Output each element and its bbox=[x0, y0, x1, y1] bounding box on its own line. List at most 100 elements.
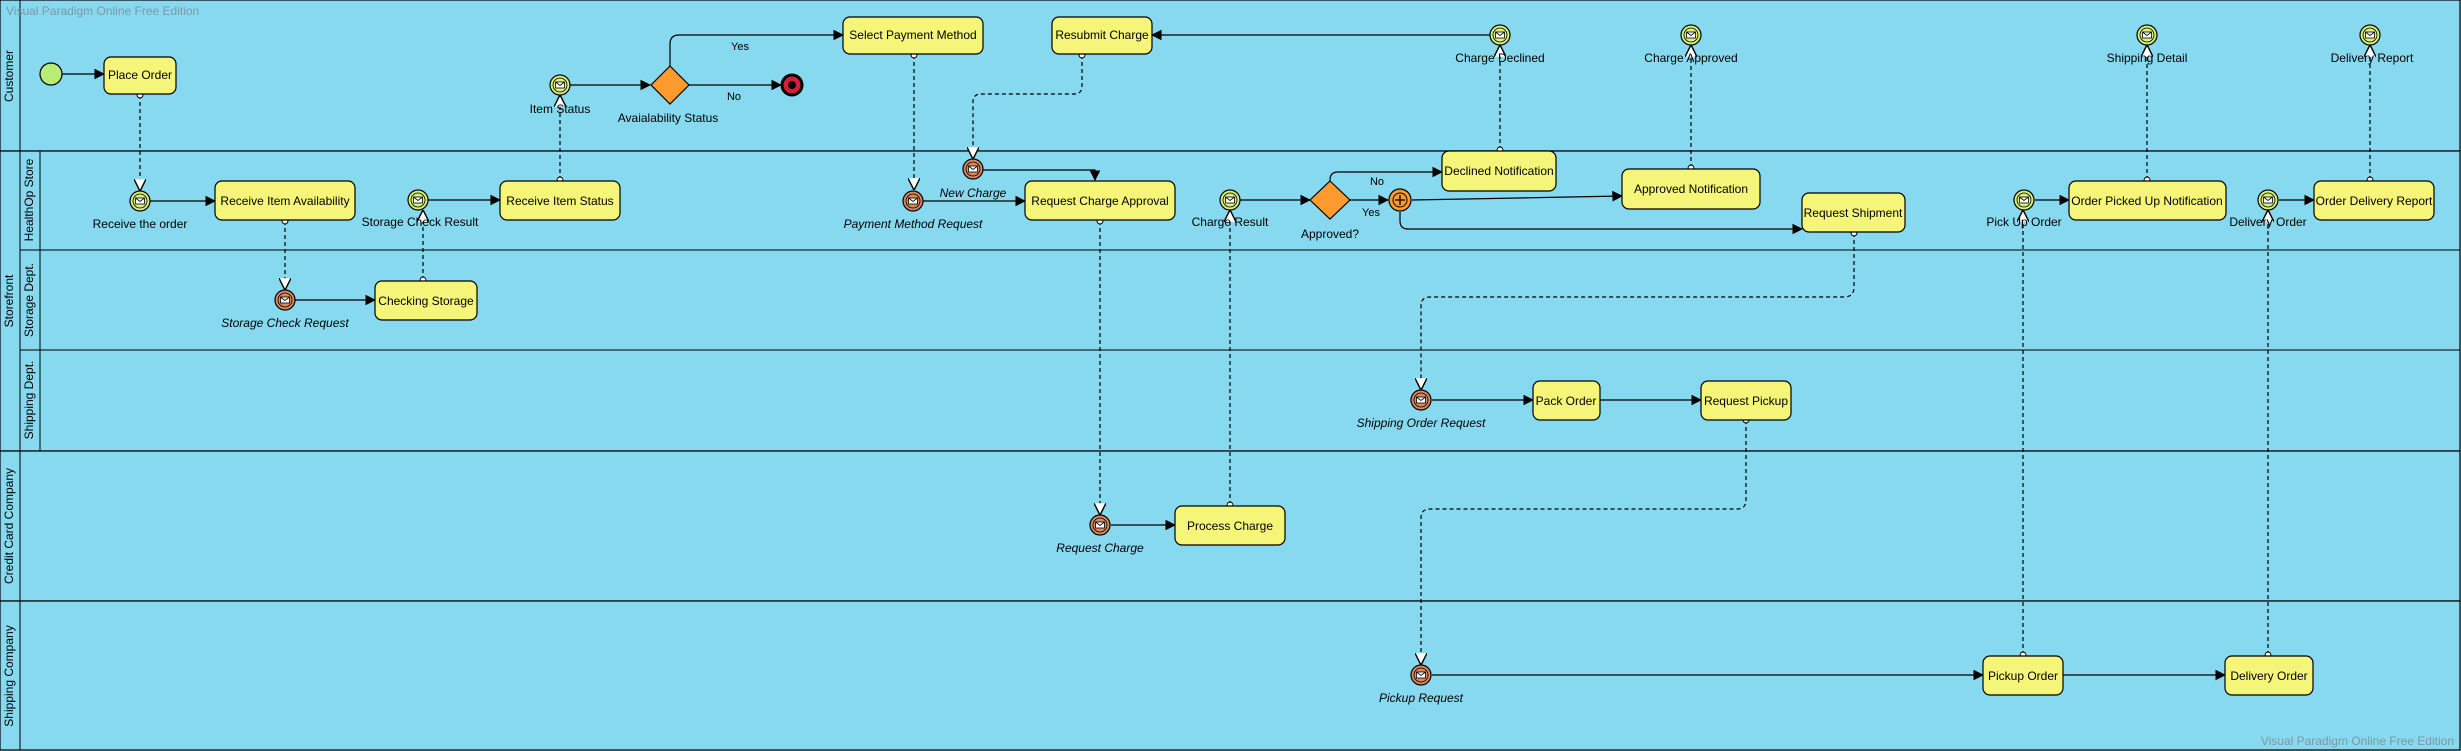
task-request-shipment[interactable]: Request Shipment bbox=[1801, 192, 1906, 233]
lane-label-healthop-store: HealthOp Store bbox=[22, 158, 36, 241]
svg-text:Receive Item Status: Receive Item Status bbox=[506, 194, 613, 208]
svg-text:Request Shipment: Request Shipment bbox=[1804, 206, 1903, 220]
pool-label-customer: Customer bbox=[2, 50, 16, 102]
label-no: No bbox=[727, 91, 741, 103]
envelope-icon[interactable] bbox=[902, 190, 924, 212]
task-request-charge-approval[interactable]: Request Charge Approval bbox=[1024, 180, 1176, 221]
envelope-icon[interactable] bbox=[1410, 389, 1432, 411]
label-yes: Yes bbox=[731, 41, 749, 53]
event-labels: Item Status Avaialability Status Yes No … bbox=[93, 41, 2414, 705]
task-declined-notification[interactable]: Declined Notification bbox=[1441, 150, 1557, 192]
task-order-delivery-report[interactable]: Order Delivery Report bbox=[2313, 180, 2435, 221]
lane-label-storage-dept: Storage Dept. bbox=[22, 263, 36, 337]
task-checking-storage[interactable]: Checking Storage bbox=[374, 280, 478, 321]
flow-approved-no bbox=[1329, 166, 1444, 181]
watermark-bottom: Visual Paradigm Online Free Edition bbox=[2261, 734, 2454, 748]
task-receive-item-availability[interactable]: Receive Item Availability bbox=[214, 180, 356, 221]
svg-text:Pickup Order: Pickup Order bbox=[1988, 669, 2058, 683]
pool-customer: Customer bbox=[0, 0, 2461, 152]
svg-text:Resubmit Charge: Resubmit Charge bbox=[1055, 28, 1149, 42]
svg-text:Place Order: Place Order bbox=[108, 68, 172, 82]
label-pick-up-order: Pick Up Order bbox=[1986, 215, 2061, 229]
label-approved-no: No bbox=[1370, 176, 1384, 188]
envelope-icon[interactable] bbox=[549, 74, 571, 96]
envelope-icon[interactable] bbox=[1680, 24, 1702, 46]
task-place-order[interactable]: Place Order bbox=[103, 56, 177, 95]
envelope-icon[interactable] bbox=[407, 189, 429, 211]
message-events bbox=[129, 24, 2381, 212]
end-event[interactable] bbox=[780, 73, 804, 97]
label-storage-check-request: Storage Check Request bbox=[221, 316, 349, 330]
task-approved-notification[interactable]: Approved Notification bbox=[1621, 168, 1761, 210]
envelope-icon[interactable] bbox=[2013, 189, 2035, 211]
svg-text:Declined Notification: Declined Notification bbox=[1444, 164, 1553, 178]
message-start-events bbox=[274, 158, 1432, 686]
envelope-icon[interactable] bbox=[2136, 24, 2158, 46]
flow-split-approved bbox=[1411, 190, 1624, 202]
task-resubmit-charge[interactable]: Resubmit Charge bbox=[1051, 16, 1153, 55]
gateway-availability-status[interactable] bbox=[650, 65, 690, 105]
label-delivery-report: Delivery Report bbox=[2331, 51, 2414, 65]
envelope-icon[interactable] bbox=[2257, 189, 2279, 211]
label-shipping-detail: Shipping Detail bbox=[2107, 51, 2188, 65]
svg-text:Delivery Order: Delivery Order bbox=[2230, 669, 2307, 683]
start-event[interactable] bbox=[39, 62, 63, 86]
task-receive-item-status[interactable]: Receive Item Status bbox=[499, 180, 621, 221]
svg-text:Pack Order: Pack Order bbox=[1536, 394, 1597, 408]
message-flows bbox=[140, 46, 2370, 664]
envelope-icon[interactable] bbox=[1489, 24, 1511, 46]
label-new-charge: New Charge bbox=[940, 186, 1007, 200]
envelope-icon[interactable] bbox=[129, 190, 151, 212]
pool-label-shipping-company: Shipping Company bbox=[2, 625, 16, 726]
task-pack-order[interactable]: Pack Order bbox=[1532, 380, 1601, 421]
task-process-charge[interactable]: Process Charge bbox=[1174, 505, 1286, 546]
watermark-top: Visual Paradigm Online Free Edition bbox=[6, 4, 199, 18]
label-charge-result: Charge Result bbox=[1192, 215, 1269, 229]
msg-request-shipment bbox=[1421, 233, 1854, 389]
label-payment-method-request: Payment Method Request bbox=[844, 217, 983, 231]
envelope-icon[interactable] bbox=[962, 158, 984, 180]
label-storage-check-result: Storage Check Result bbox=[362, 215, 479, 229]
label-pickup-request: Pickup Request bbox=[1379, 691, 1464, 705]
svg-text:Request Pickup: Request Pickup bbox=[1704, 394, 1788, 408]
label-shipping-order-request: Shipping Order Request bbox=[1357, 416, 1486, 430]
svg-text:Order Picked Up Notification: Order Picked Up Notification bbox=[2071, 194, 2222, 208]
svg-text:Checking Storage: Checking Storage bbox=[378, 294, 474, 308]
task-request-pickup[interactable]: Request Pickup bbox=[1700, 380, 1792, 421]
sequence-flows bbox=[58, 29, 2316, 681]
msg-request-pickup bbox=[1421, 420, 1746, 664]
label-approved-yes: Yes bbox=[1362, 207, 1380, 219]
label-item-status: Item Status bbox=[530, 102, 591, 116]
envelope-icon[interactable] bbox=[274, 289, 296, 311]
pool-label-storefront: Storefront bbox=[2, 274, 16, 327]
svg-text:Order Delivery Report: Order Delivery Report bbox=[2316, 194, 2433, 208]
label-charge-approved: Charge Approved bbox=[1644, 51, 1737, 65]
task-select-payment-method[interactable]: Select Payment Method bbox=[842, 16, 984, 55]
flow-gateway-yes bbox=[669, 29, 845, 66]
flow-new-charge bbox=[983, 169, 1101, 182]
svg-text:Receive Item Availability: Receive Item Availability bbox=[220, 194, 349, 208]
parallel-gateway-icon[interactable] bbox=[1388, 188, 1412, 212]
gateway-approved[interactable] bbox=[1309, 180, 1351, 220]
label-approved: Approved? bbox=[1301, 227, 1359, 241]
svg-text:Select Payment Method: Select Payment Method bbox=[849, 28, 976, 42]
label-charge-declined: Charge Declined bbox=[1455, 51, 1544, 65]
task-order-picked-up-notification[interactable]: Order Picked Up Notification bbox=[2068, 180, 2227, 221]
svg-text:Request Charge Approval: Request Charge Approval bbox=[1031, 194, 1168, 208]
task-delivery-order[interactable]: Delivery Order bbox=[2224, 655, 2314, 696]
label-receive-the-order: Receive the order bbox=[93, 217, 188, 231]
envelope-icon[interactable] bbox=[1219, 189, 1241, 211]
label-request-charge: Request Charge bbox=[1056, 541, 1144, 555]
tasks: Place Order Select Payment Method Resubm… bbox=[103, 16, 2435, 696]
pool-label-credit-card-company: Credit Card Company bbox=[2, 468, 16, 584]
svg-text:Approved Notification: Approved Notification bbox=[1634, 182, 1748, 196]
flow-split-shipment bbox=[1399, 212, 1804, 235]
envelope-icon[interactable] bbox=[2359, 24, 2381, 46]
envelope-icon[interactable] bbox=[1089, 514, 1111, 536]
task-pickup-order[interactable]: Pickup Order bbox=[1982, 655, 2064, 696]
lane-label-shipping-dept: Shipping Dept. bbox=[22, 361, 36, 440]
label-delivery-order-event: Delivery Order bbox=[2229, 215, 2306, 229]
svg-text:Process Charge: Process Charge bbox=[1187, 519, 1273, 533]
envelope-icon[interactable] bbox=[1410, 664, 1432, 686]
